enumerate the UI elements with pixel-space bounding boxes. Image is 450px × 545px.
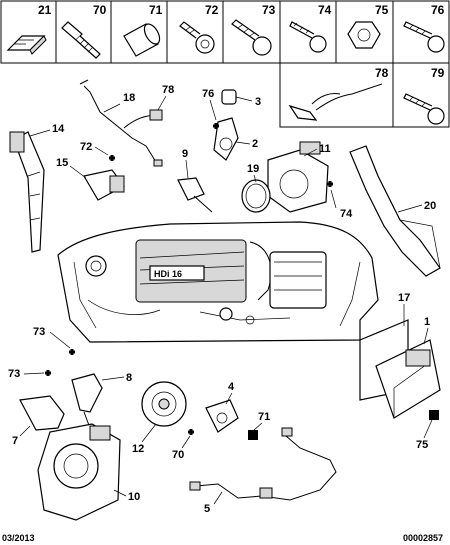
nut-icon (347, 21, 381, 49)
sleeve-icon (123, 23, 161, 57)
callout-15: 15 (56, 157, 68, 169)
engine-bay-illustration: HDi 16 (57, 221, 379, 343)
callout-14: 14 (52, 123, 65, 135)
engine-badge: HDi 16 (154, 269, 182, 279)
flange-screw-icon (179, 21, 215, 54)
callout-74: 74 (340, 208, 353, 220)
header-label-70: 70 (93, 3, 107, 17)
sensor-4 (205, 399, 239, 433)
screw-74-icon (289, 21, 327, 53)
injector-14 (9, 131, 45, 253)
callout-78: 78 (162, 84, 174, 96)
bolt-icon (61, 21, 101, 59)
screw-73-icon (231, 19, 272, 56)
sensor-harness-78-icon (288, 83, 383, 121)
harness-5 (189, 427, 337, 501)
header-label-76: 76 (431, 3, 445, 17)
second-parts-row: 78 79 (279, 62, 450, 128)
screw-76-icon (403, 21, 445, 53)
callout-4: 4 (228, 381, 235, 393)
callout-10: 10 (128, 491, 140, 503)
callout-18: 18 (123, 92, 135, 104)
header-label-21: 21 (38, 3, 52, 17)
seal-ring-19 (241, 179, 271, 213)
header-label-73: 73 (262, 3, 276, 17)
callout-72: 72 (80, 141, 92, 153)
clip-icon (6, 35, 47, 55)
callout-75: 75 (416, 439, 428, 451)
header-label-71: 71 (149, 3, 163, 17)
footer-code: 00002857 (403, 533, 443, 543)
callout-70: 70 (172, 449, 184, 461)
header-label-78: 78 (375, 66, 389, 80)
callout-73-upper: 73 (33, 326, 45, 338)
sensor-2 (213, 89, 239, 161)
footer-date: 03/2013 (2, 533, 35, 543)
header-label-79: 79 (431, 66, 445, 80)
callout-8: 8 (126, 372, 132, 384)
callout-71: 71 (258, 411, 270, 423)
air-flow-meter-11 (267, 141, 329, 213)
screw-79-icon (403, 93, 445, 125)
callout-73-lower: 73 (8, 368, 20, 380)
temp-sensor-9 (177, 177, 213, 213)
accelerator-pedal-20 (349, 145, 441, 277)
throttle-body-10 (37, 423, 121, 521)
callouts: 18 78 76 3 14 72 2 9 15 11 19 74 20 17 1… (8, 84, 436, 515)
bracket-7 (19, 395, 65, 431)
pulley-12 (141, 381, 187, 427)
callout-19: 19 (247, 163, 259, 175)
callout-5: 5 (204, 503, 210, 515)
harness-18 (79, 79, 163, 167)
callout-76: 76 (202, 88, 214, 100)
header-label-75: 75 (375, 3, 389, 17)
sensor-15 (83, 169, 125, 201)
header-label-72: 72 (205, 3, 219, 17)
ecu-1 (375, 339, 441, 419)
header-label-74: 74 (318, 3, 332, 17)
callout-17: 17 (398, 292, 410, 304)
callout-7: 7 (12, 435, 18, 447)
callout-9: 9 (182, 148, 188, 160)
header-parts-grid: 21 70 71 72 73 74 75 76 (0, 0, 450, 64)
callout-11: 11 (319, 143, 331, 155)
fixing-markers (45, 123, 439, 440)
callout-2: 2 (252, 138, 258, 150)
callout-1: 1 (424, 316, 430, 328)
callout-3: 3 (255, 96, 261, 108)
callout-12: 12 (132, 443, 144, 455)
sensor-8 (71, 373, 103, 429)
clip-78 (123, 109, 163, 129)
callout-20: 20 (424, 200, 436, 212)
